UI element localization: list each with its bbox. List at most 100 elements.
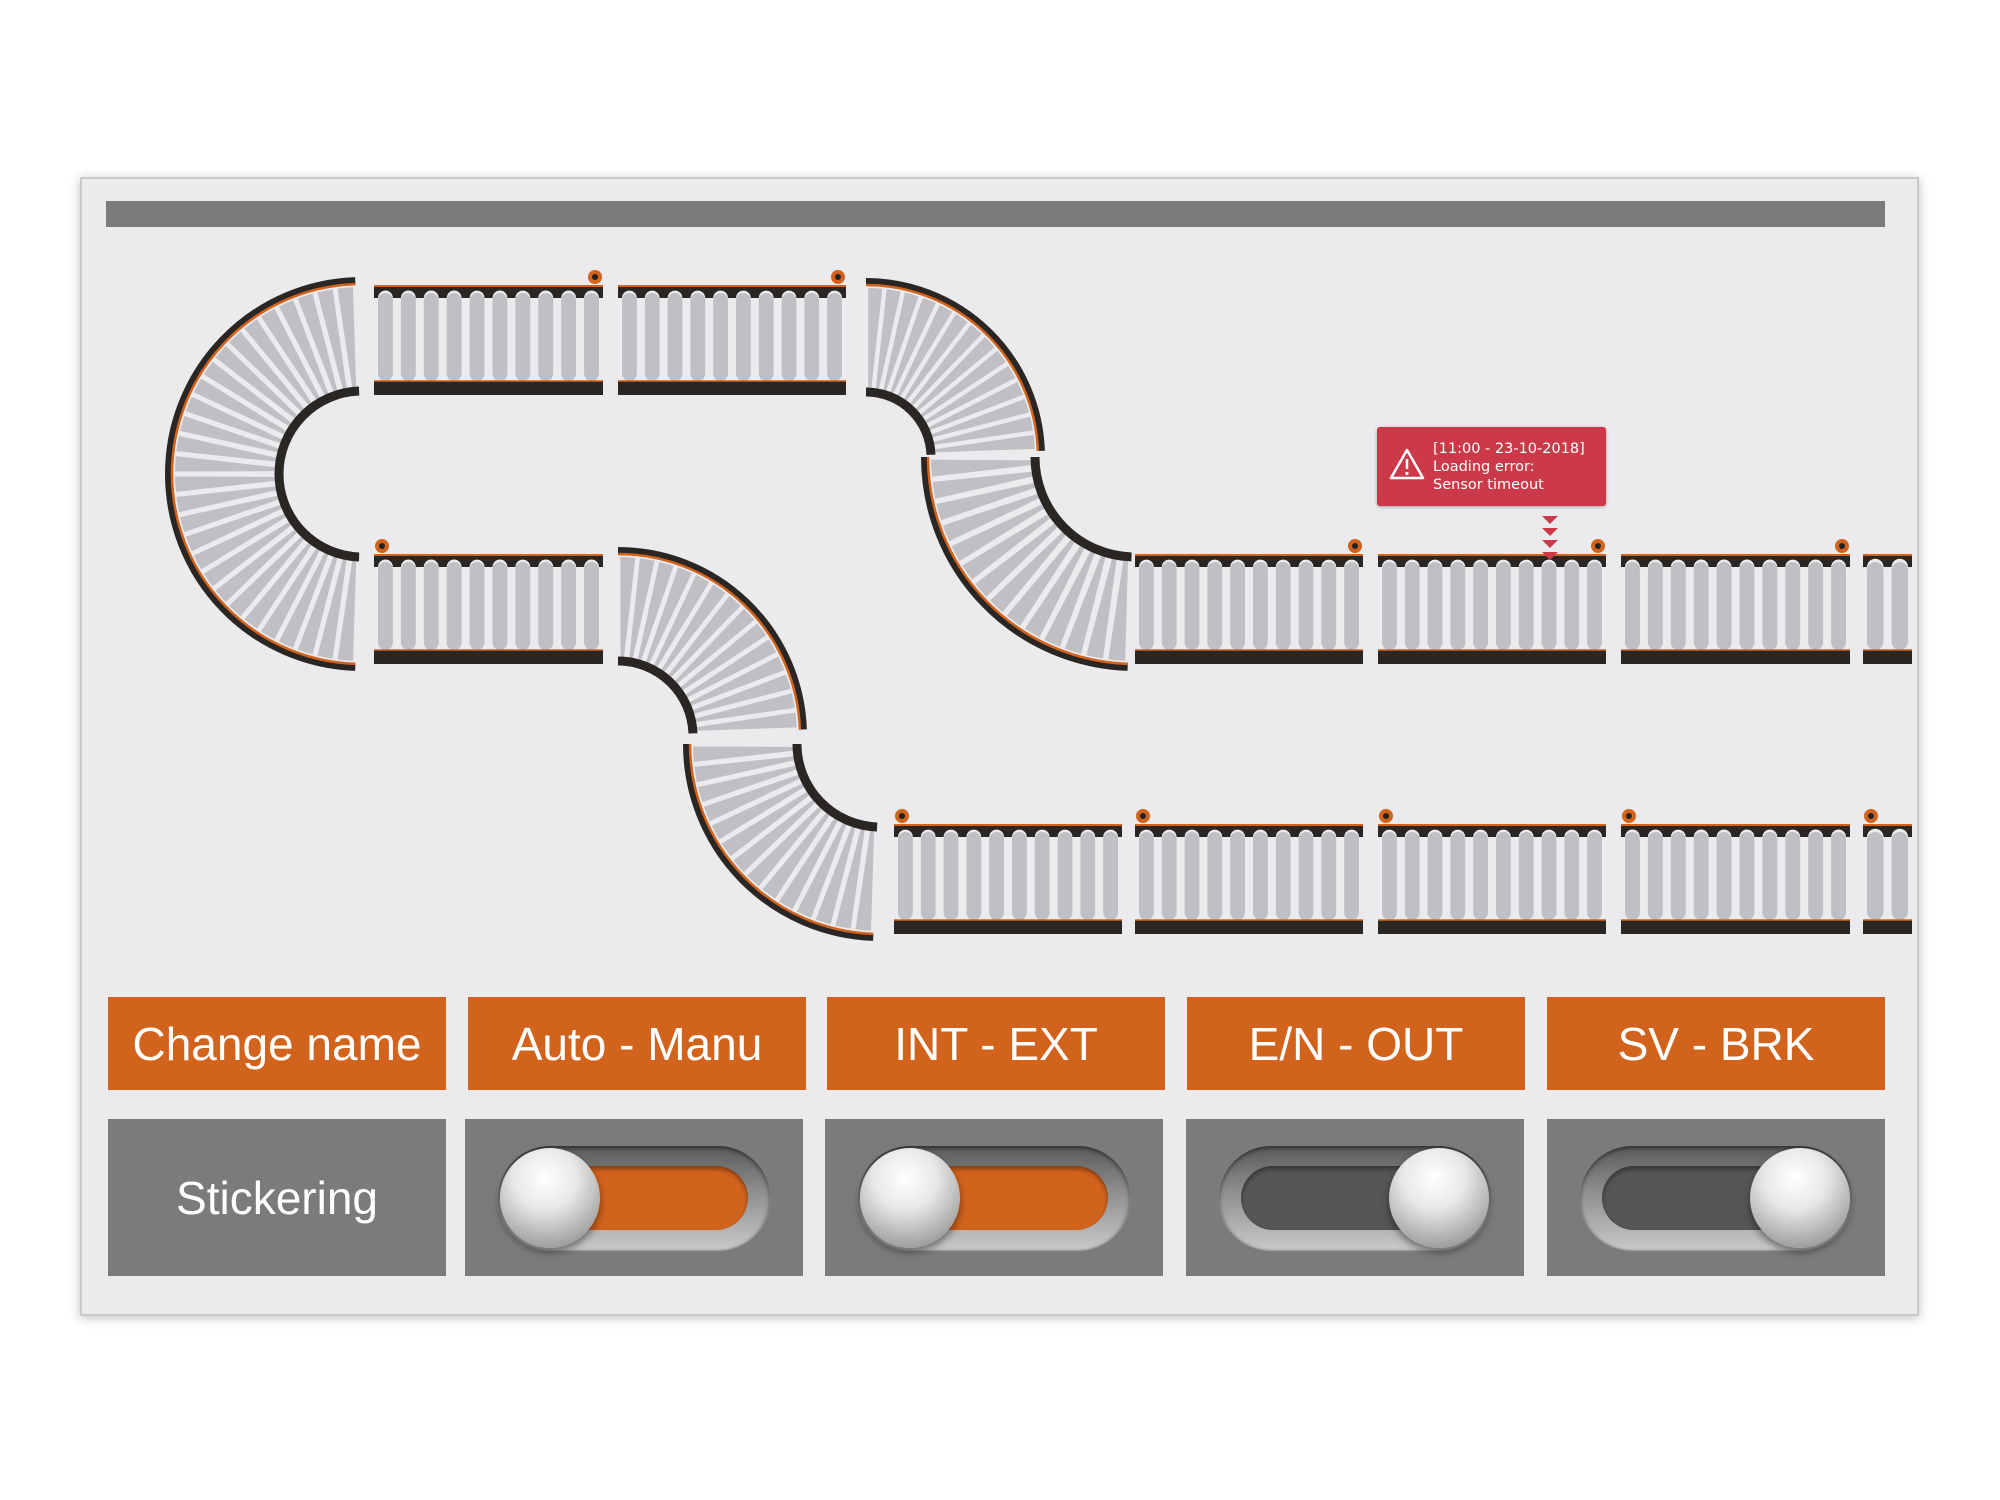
roller [781,293,797,381]
roller [1762,832,1778,920]
roller [175,455,277,472]
error-alert[interactable]: [11:00 - 23-10-2018] Loading error: Sens… [1377,427,1606,506]
roller [962,513,1052,580]
curve-shadow [921,456,1128,671]
curve-inner-rail [274,473,360,562]
conveyor-straight [618,285,846,395]
curve-shadow [865,278,1045,452]
en-out-button[interactable]: E/N - OUT [1187,997,1525,1090]
roller [1298,562,1314,650]
roller [1344,832,1359,920]
roller [1496,562,1511,650]
curve-shadow [165,473,356,671]
roller [989,832,1004,920]
roller [1647,562,1663,650]
sensor-dot [835,274,841,280]
int-ext-toggle[interactable] [858,1145,1130,1250]
stickering-label: Stickering [176,1171,378,1224]
roller [890,297,936,395]
roller [721,791,811,857]
roller [297,293,338,393]
sv-brk-cell [1547,1119,1885,1276]
roller [1739,832,1755,920]
roller [1184,832,1200,920]
roller [736,293,751,381]
toggle-knob[interactable] [1750,1147,1850,1248]
auto-manu-toggle[interactable] [498,1145,770,1250]
roller [1024,544,1086,638]
roller [446,293,462,381]
warning-triangle-icon [1389,448,1425,480]
curve-outer-edge [170,282,356,475]
conveyor-straight [374,554,603,664]
roller [942,493,1041,542]
roller [1230,562,1245,650]
roller [244,541,313,629]
roller [538,293,554,381]
roller [1057,832,1073,920]
roller [713,293,728,381]
auto-manu-button[interactable]: Auto - Manu [468,997,806,1090]
roller [175,476,277,493]
roller [1230,832,1245,920]
curve-inner-rail [792,743,878,832]
roller [1450,562,1466,650]
roller [779,817,839,910]
roller [1625,562,1640,650]
roller [923,365,1016,425]
roller [896,304,953,398]
roller [561,293,577,381]
roller [469,562,485,650]
roller [1564,562,1580,650]
curve-outer-edge [170,473,356,666]
toggle-knob[interactable] [860,1147,960,1248]
change-name-button[interactable]: Change name [108,997,446,1090]
rail-bottom [894,920,1122,934]
roller [176,486,278,513]
roller [931,459,1033,477]
sv-brk-toggle[interactable] [1580,1145,1852,1250]
toggle-knob[interactable] [500,1147,600,1248]
int-ext-button[interactable]: INT - EXT [827,997,1165,1090]
roller [203,361,293,427]
sensor-icon [1379,809,1393,823]
toggle-knob[interactable] [1389,1147,1489,1248]
roller [185,396,283,444]
roller [1541,562,1557,650]
conveyor-straight [1135,824,1363,934]
roller [903,313,968,402]
sensor-icon [895,809,909,823]
sensor-icon [1591,539,1605,553]
rail-top [1135,824,1363,837]
roller [966,832,982,920]
conveyor-straight [1621,554,1850,664]
roller [1012,832,1027,920]
roller [423,293,439,381]
roller [261,308,321,401]
curve-inner-rail [274,386,360,475]
en-out-toggle[interactable] [1219,1145,1491,1250]
roller [695,712,797,731]
rail-top [1863,824,1912,837]
roller [1831,562,1846,650]
roller [733,798,817,873]
roller [936,482,1037,521]
conveyor-curve [165,473,360,671]
roller [423,562,439,650]
roller [446,562,462,650]
rail-bottom [1621,650,1850,664]
curve-outer-edge [865,283,1040,452]
conveyor-curve [683,743,878,941]
roller [919,350,1006,418]
rail-top [1621,554,1850,567]
roller [378,562,393,650]
roller [688,656,785,706]
header-bar [106,201,1885,227]
rail-top [894,824,1122,837]
roller [674,608,755,685]
sensor-icon [1835,539,1849,553]
roller [1207,832,1223,920]
sv-brk-button[interactable]: SV - BRK [1547,997,1885,1090]
roller [644,293,660,381]
roller [1762,562,1778,650]
